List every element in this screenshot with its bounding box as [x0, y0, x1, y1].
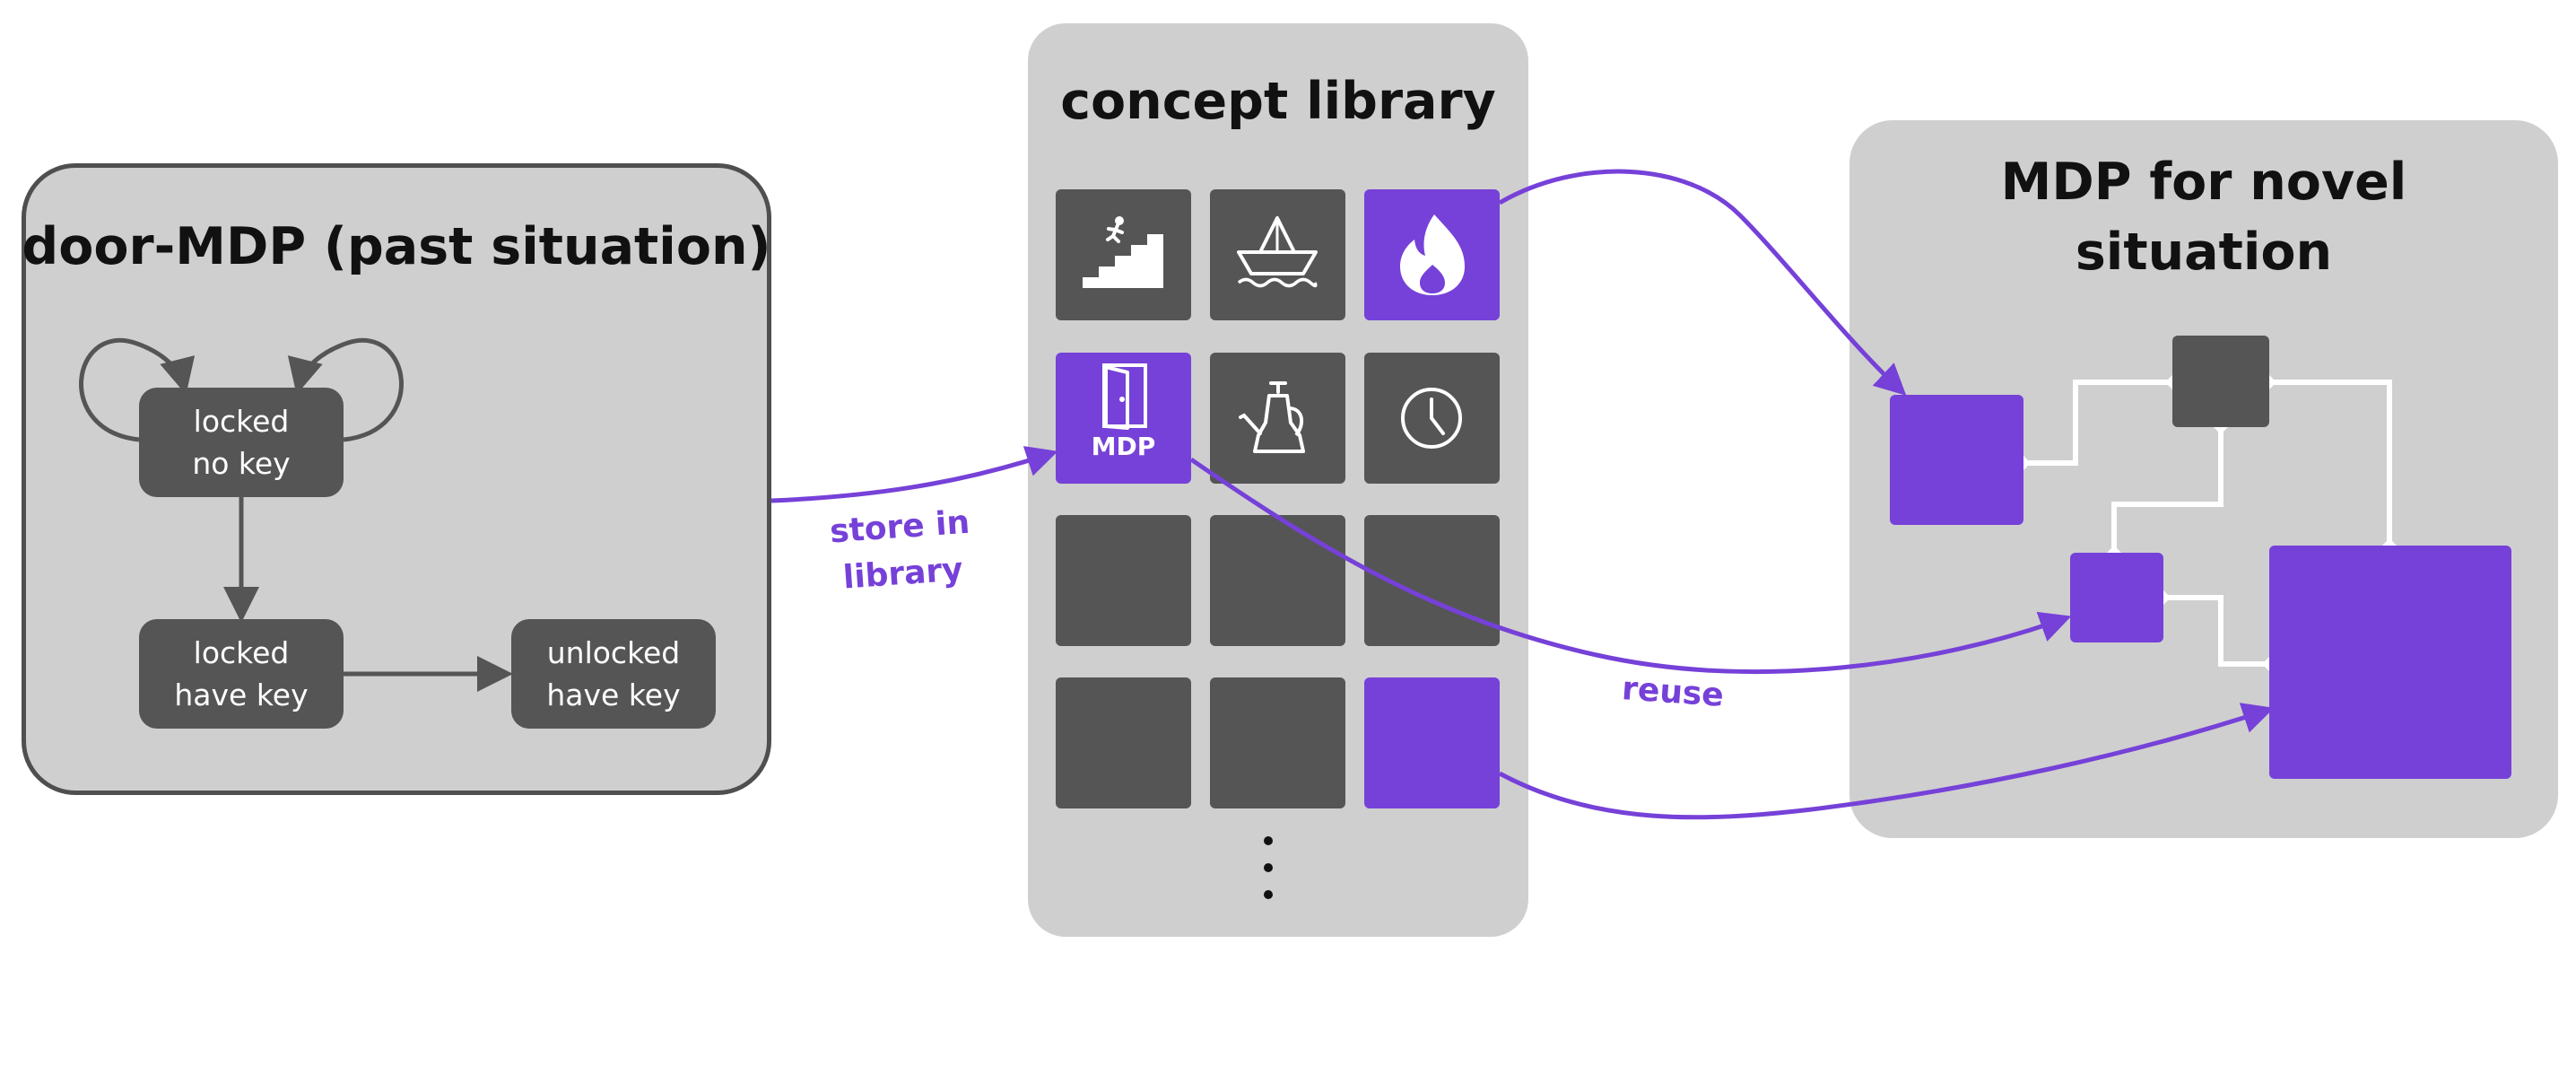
store-in-library-label: store in library — [805, 498, 999, 604]
state-label-line1: locked — [193, 635, 290, 670]
clock-icon — [1401, 388, 1462, 449]
state-locked-have-key: locked have key — [139, 619, 344, 729]
novel-mdp-title: MDP for novel situation — [1849, 147, 2558, 287]
paper-boat-icon — [1237, 216, 1318, 288]
more-items-indicator — [1257, 833, 1280, 904]
library-tile-boat — [1210, 189, 1345, 320]
novel-node-d — [2269, 546, 2511, 779]
novel-node-a — [1890, 395, 2023, 525]
state-locked-no-key: locked no key — [139, 388, 344, 497]
state-label-line2: have key — [174, 677, 309, 712]
reuse-arrow-mdp — [1189, 457, 2072, 675]
library-tile-empty — [1056, 677, 1191, 808]
library-tile-kettle — [1210, 353, 1345, 484]
state-label-line1: locked — [193, 404, 290, 439]
library-tile-empty — [1210, 515, 1345, 646]
novel-title-line1: MDP for novel — [2000, 153, 2407, 212]
state-label-line2: no key — [192, 446, 291, 481]
novel-node-c — [2070, 553, 2163, 642]
door-mdp-title: door-MDP (past situation) — [22, 217, 771, 276]
concept-library-title: concept library — [1060, 72, 1496, 131]
stairs-icon — [1083, 216, 1163, 288]
reuse-arrow-fire — [1498, 169, 1907, 396]
reuse-arrow-tile — [1498, 703, 2275, 820]
door-icon — [1102, 363, 1147, 430]
library-tile-empty — [1210, 677, 1345, 808]
state-unlocked-have-key: unlocked have key — [511, 619, 716, 729]
state-label-line1: unlocked — [546, 635, 681, 670]
library-tile-empty — [1056, 515, 1191, 646]
state-label-line2: have key — [546, 677, 681, 712]
library-tile-mdp-door: MDP — [1056, 353, 1191, 484]
kettle-icon — [1239, 381, 1305, 453]
mdp-tile-label: MDP — [1091, 432, 1156, 461]
store-arrow — [770, 446, 1058, 503]
library-tile-stairs — [1056, 189, 1191, 320]
library-tile-purple — [1364, 677, 1500, 808]
library-tile-fire — [1364, 189, 1500, 320]
novel-node-b — [2172, 336, 2269, 427]
fire-icon — [1400, 214, 1465, 295]
novel-title-line2: situation — [2075, 223, 2333, 282]
library-tile-clock — [1364, 353, 1500, 484]
